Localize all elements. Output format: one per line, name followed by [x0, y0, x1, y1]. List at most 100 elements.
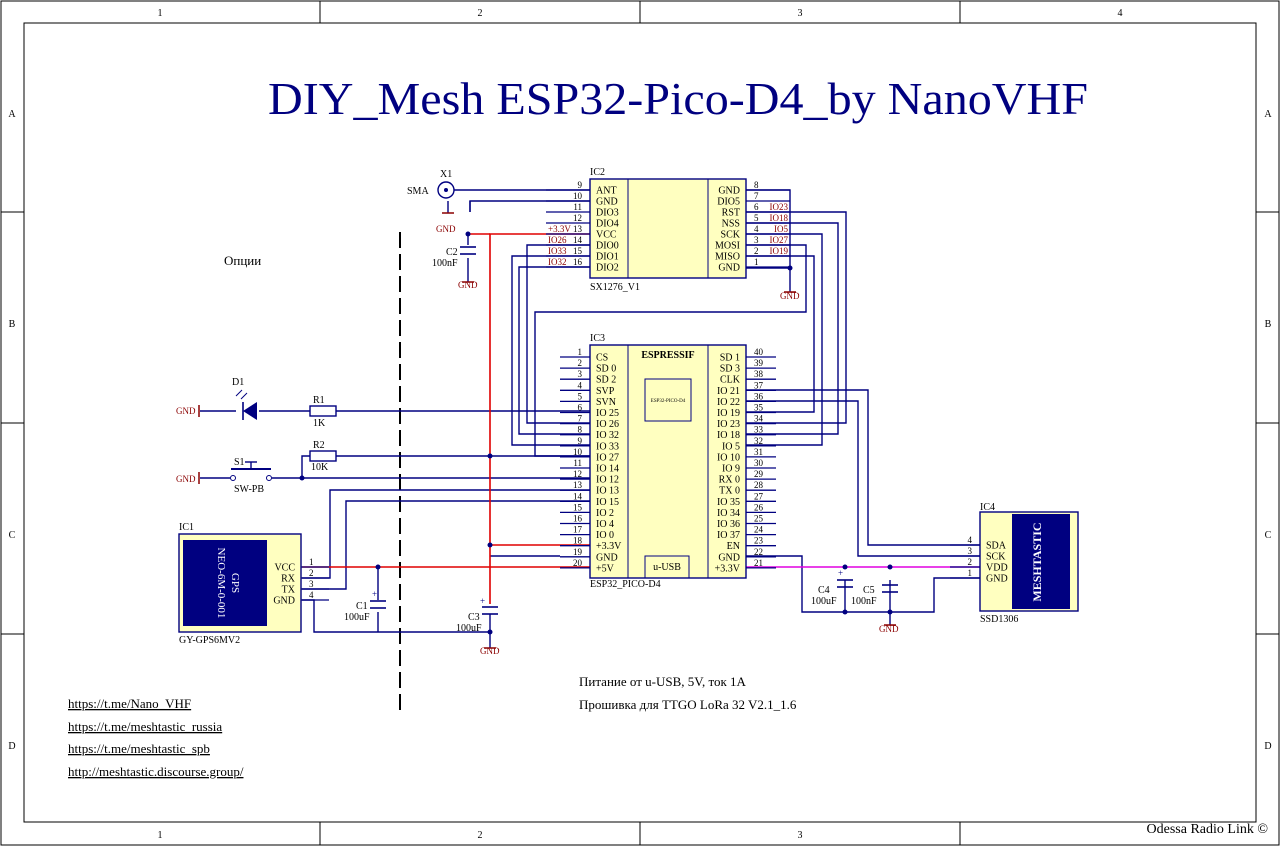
- ic3-left-pin-number: 7: [578, 414, 583, 424]
- capacitor-c5: C5 100nF GND: [851, 584, 899, 634]
- link-meshtastic-discourse[interactable]: http://meshtastic.discourse.group/: [68, 764, 244, 779]
- col-label-bottom-1: 1: [158, 830, 163, 841]
- capacitor-c3: + C3 100uF GND: [456, 596, 500, 656]
- link-nano-vhf[interactable]: https://t.me/Nano_VHF: [68, 696, 191, 711]
- ic3-left-pin-name: IO 0: [596, 530, 614, 541]
- link-meshtastic-russia[interactable]: https://t.me/meshtastic_russia: [68, 719, 222, 734]
- ic2-right-pin-number: 5: [754, 213, 759, 223]
- ic3-right-pin-number: 34: [754, 414, 764, 424]
- ic3-left-pin-number: 10: [573, 447, 583, 457]
- ic3-left-pin-1: 1CS: [560, 347, 608, 364]
- ic3-right-pin-name: IO 37: [717, 530, 740, 541]
- link-meshtastic-spb[interactable]: https://t.me/meshtastic_spb: [68, 741, 210, 756]
- ic2-left-pin-number: 9: [578, 180, 583, 190]
- ic2-left-pin-name: DIO1: [596, 252, 619, 263]
- ic3-right-pin-number: 32: [754, 436, 763, 446]
- r1-ref: R1: [313, 395, 325, 406]
- ic1-pin-3: 3TX: [282, 579, 329, 596]
- ic1-pin-number: 1: [309, 557, 314, 567]
- ic3-left-pin-number: 5: [578, 391, 583, 401]
- row-label-right-b: B: [1265, 319, 1272, 330]
- ic3-ref: IC3: [590, 333, 605, 344]
- row-label-right-a: A: [1264, 109, 1272, 120]
- x1-name: SMA: [407, 186, 429, 197]
- ic3-left-pin-number: 13: [573, 480, 583, 490]
- ic3-right-pin-name: GND: [718, 552, 740, 563]
- c5-value: 100nF: [851, 596, 877, 607]
- ic2-name: SX1276_V1: [590, 282, 640, 293]
- col-label-bottom-2: 2: [478, 830, 483, 841]
- c5-ref: C5: [863, 585, 875, 596]
- ic3-right-pin-name: IO 22: [717, 397, 740, 408]
- col-label-bottom-3: 3: [798, 830, 803, 841]
- c1-value: 100uF: [344, 612, 370, 623]
- ic3-right-pin-number: 22: [754, 547, 763, 557]
- footer-credit: Odessa Radio Link ©: [1147, 822, 1269, 837]
- ic2-left-pin-number: 12: [573, 213, 582, 223]
- resistor-r1: R1 1K: [309, 395, 337, 429]
- ic3-left-pin-name: GND: [596, 552, 618, 563]
- c2-ref: C2: [446, 247, 458, 258]
- ic3-right-pin-name: IO 10: [717, 452, 740, 463]
- schematic-title: DIY_Mesh ESP32-Pico-D4_by NanoVHF: [268, 73, 1088, 124]
- ic2-right-pin-number: 8: [754, 180, 759, 190]
- ic3-left-pin-name: SVN: [596, 397, 616, 408]
- ic2-right-net-label: IO19: [770, 246, 789, 256]
- ic2-right-pin-name: MOSI: [715, 241, 740, 252]
- x1-ref: X1: [440, 169, 452, 180]
- ic2-left-pin-number: 10: [573, 191, 583, 201]
- ic1-pin-number: 2: [309, 568, 314, 578]
- ic3-left-pin-name: CS: [596, 353, 608, 364]
- ic3-right-pin-name: IO 23: [717, 419, 740, 430]
- col-label-top-1: 1: [158, 8, 163, 19]
- ic3-left-pin-8: 8IO 32: [560, 425, 619, 441]
- ic2-left-pin-number: 14: [573, 235, 583, 245]
- ic3-right-pin-number: 35: [754, 403, 764, 413]
- ic3-usb-label: u-USB: [653, 562, 681, 573]
- ic3-left-pin-number: 17: [573, 525, 583, 535]
- ic3-left-pin-name: SVP: [596, 386, 615, 397]
- ic2-right-pin-number: 3: [754, 235, 759, 245]
- r2-value: 10K: [311, 462, 329, 473]
- resistor-r2: R2 10K: [309, 440, 337, 473]
- ic3-left-pin-number: 1: [578, 347, 583, 357]
- c4-value: 100uF: [811, 596, 837, 607]
- ic1-pin-name: RX: [281, 574, 296, 585]
- ic3-left-pin-10: 10 IO 27: [560, 447, 619, 463]
- ic3-left-pin-18: 18+3.3V: [560, 536, 622, 552]
- ic3-left-pin-3: 3SD 2: [560, 369, 616, 386]
- svg-text:+: +: [838, 568, 843, 578]
- ic3-right-pin-number: 31: [754, 447, 763, 457]
- ic2-right-pin-number: 1: [754, 257, 759, 267]
- row-label-right-c: C: [1265, 530, 1272, 541]
- ic3-left-pin-name: IO 12: [596, 475, 619, 486]
- ic3-left-pin-name: IO 27: [596, 452, 619, 463]
- ic3-left-pin-number: 15: [573, 502, 583, 512]
- col-label-top-2: 2: [478, 8, 483, 19]
- ic3-left-pin-name: +5V: [596, 563, 615, 574]
- ic3-right-pin-name: +3.3V: [715, 563, 741, 574]
- ic3-left-pin-6: 6IO 25: [560, 403, 619, 419]
